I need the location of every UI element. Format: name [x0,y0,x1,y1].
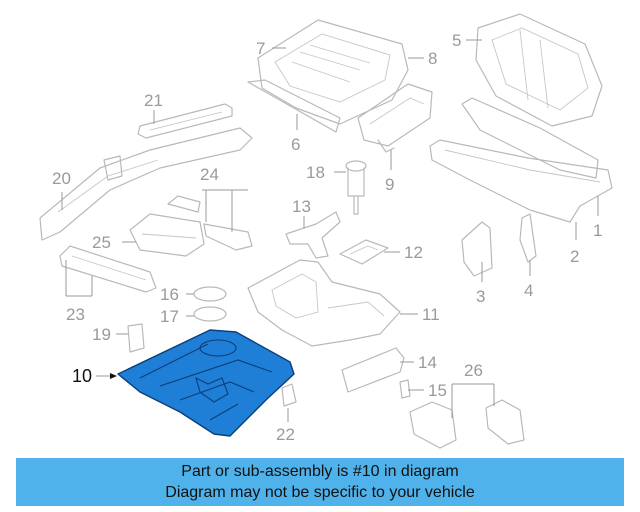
part-15-clip[interactable] [399,379,411,399]
callout-1[interactable]: 1 [593,221,602,240]
callout-21[interactable]: 21 [144,91,163,110]
part-23-side-member[interactable] [59,245,157,293]
part-26-right[interactable] [485,399,525,445]
caption-line-1: Part or sub-assembly is #10 in diagram [181,463,459,480]
part-3-bracket[interactable] [461,221,493,277]
callout-8[interactable]: 8 [428,49,437,68]
callout-24[interactable]: 24 [200,165,219,184]
callout-22[interactable]: 22 [276,425,295,444]
callout-6[interactable]: 6 [291,135,300,154]
part-17-ring[interactable] [193,306,227,322]
callout-25[interactable]: 25 [92,233,111,252]
part-18-bolt[interactable] [345,160,367,215]
callout-7[interactable]: 7 [256,39,265,58]
part-13-bracket[interactable] [285,211,341,259]
callout-26[interactable]: 26 [464,361,483,380]
callout-13[interactable]: 13 [292,197,311,216]
callout-15[interactable]: 15 [428,381,447,400]
parts-diagram: 7 8 5 6 9 1 2 3 4 18 13 12 11 14 15 26 2… [39,13,613,449]
callout-11[interactable]: 11 [422,305,440,324]
part-19-clip[interactable] [127,323,145,353]
caption-line-2: Diagram may not be specific to your vehi… [165,484,475,501]
part-16-ring[interactable] [193,286,227,302]
part-25-bracket[interactable] [129,213,205,257]
part-5-rear-panel[interactable] [475,13,603,127]
part-9-bracket[interactable] [357,83,433,153]
callout-14[interactable]: 14 [418,353,437,372]
callout-17[interactable]: 17 [160,307,179,326]
callout-3[interactable]: 3 [476,287,485,306]
callout-19[interactable]: 19 [92,325,111,344]
callout-2[interactable]: 2 [570,247,579,266]
callout-9[interactable]: 9 [385,175,394,194]
part-11-spare-tub[interactable] [247,259,401,347]
part-7-rear-shelf[interactable] [247,19,409,133]
callout-23[interactable]: 23 [66,305,85,324]
callout-10-highlighted[interactable]: 10 [72,366,92,386]
callout-5[interactable]: 5 [452,31,461,50]
part-26-left[interactable] [409,401,457,449]
part-1-crossmember[interactable] [429,97,613,223]
part-14-rail[interactable] [341,347,405,393]
part-10-floor-pan[interactable] [117,329,295,437]
callout-16[interactable]: 16 [160,285,179,304]
part-4-bracket[interactable] [519,213,537,263]
part-12-plate[interactable] [339,239,389,265]
callout-4[interactable]: 4 [524,281,533,300]
part-20-side-rail[interactable] [39,127,253,241]
callout-labels: 7 8 5 6 9 1 2 3 4 18 13 12 11 14 15 26 2… [52,31,602,444]
part-21-rail[interactable] [137,103,233,139]
callout-12[interactable]: 12 [404,243,423,262]
callout-10-arrow [110,373,117,379]
part-24-bracket[interactable] [167,195,253,251]
callout-18[interactable]: 18 [306,163,325,182]
callout-20[interactable]: 20 [52,169,71,188]
callout-leaders [61,39,599,422]
part-22-clip[interactable] [281,383,297,407]
part-info-banner: Part or sub-assembly is #10 in diagram D… [16,458,624,506]
